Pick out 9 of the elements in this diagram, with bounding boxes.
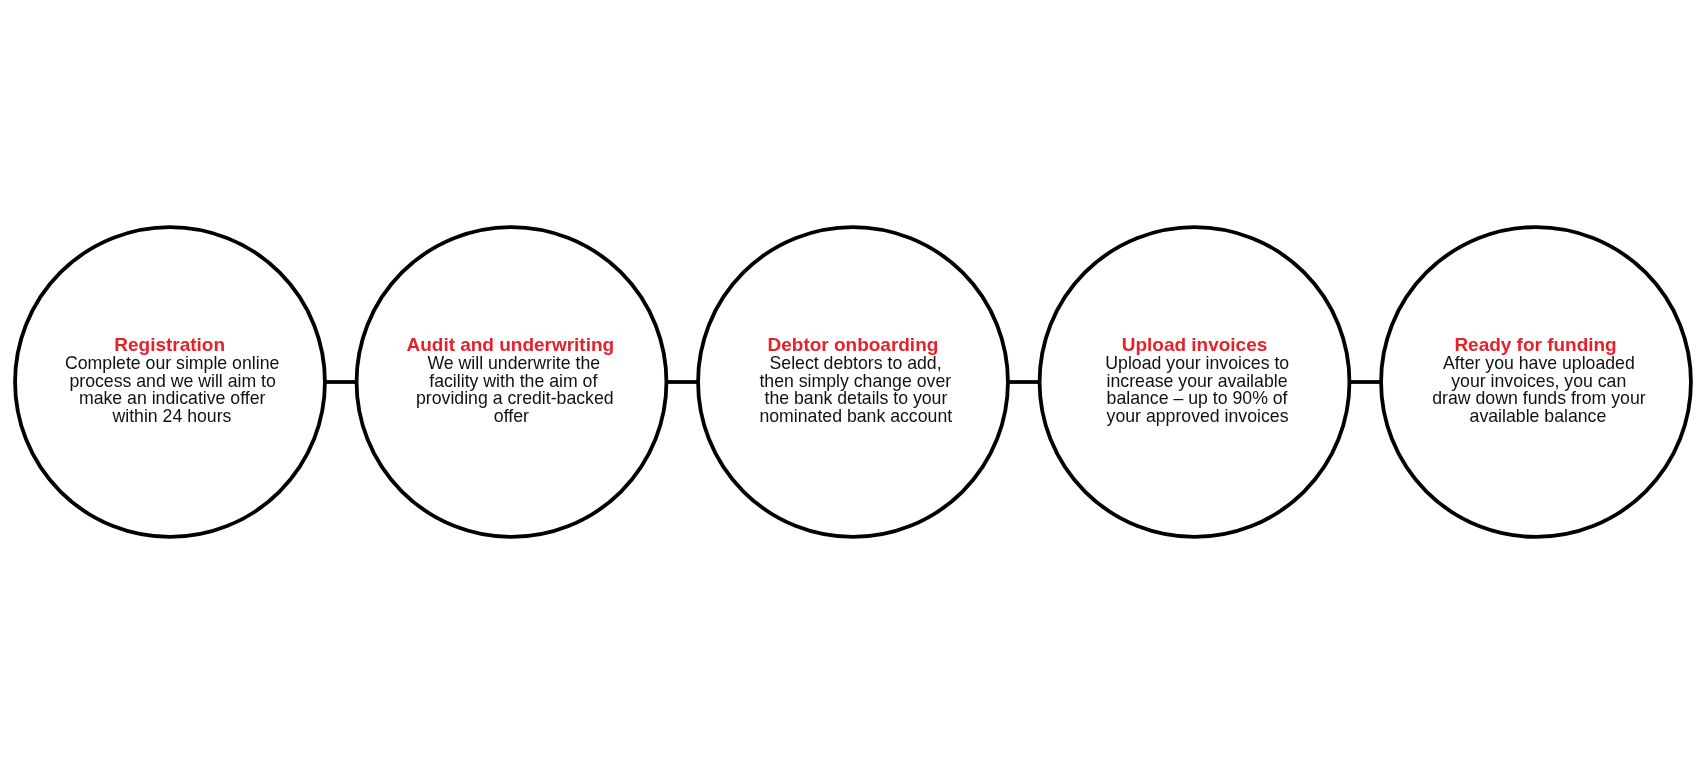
connector: [1349, 379, 1381, 384]
connector: [666, 379, 698, 384]
node-circle: Upload invoices Upload your invoices to increase your available balance – up to 90% of your approved invoices: [1037, 224, 1352, 539]
connector: [325, 379, 357, 384]
node-circle: Audit and underwriting We will underwrite the facility with the aim of providing a credit-backed offer: [354, 224, 669, 539]
node-circle: Registration Complete our simple online process and we will aim to make an indicative offer within 24 hours: [13, 224, 327, 539]
node-circle: Ready for funding After you have uploaded your invoices, you can draw down funds from your available balance: [1379, 224, 1693, 539]
connector: [1008, 379, 1040, 384]
node-circle: Debtor onboarding Select debtors to add, then simply change over the bank details to your nominated bank account: [696, 224, 1010, 539]
